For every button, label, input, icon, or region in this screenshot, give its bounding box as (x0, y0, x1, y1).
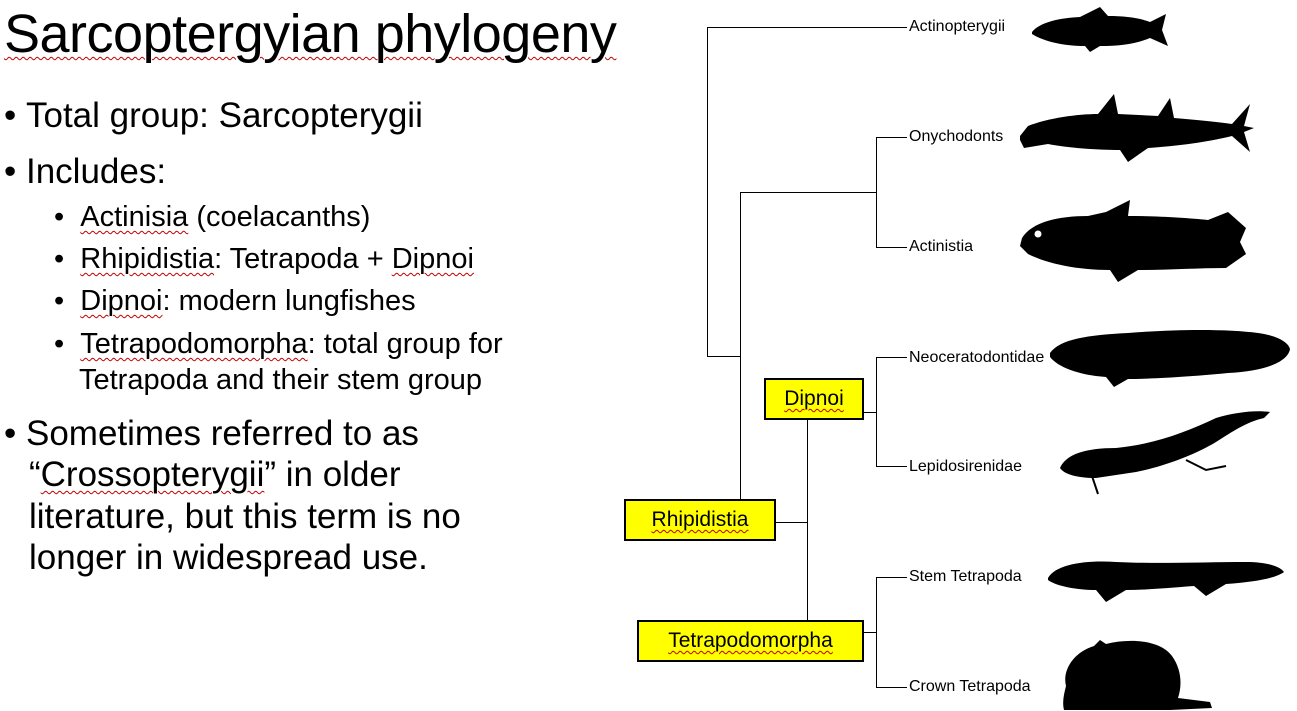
bullet-crossopterygii: • Sometimes referred to as (4, 414, 419, 454)
taxon-label-neoceratodontidae: Neoceratodontidae (909, 349, 1045, 366)
taxon-label-actinopterygii: Actinopterygii (909, 18, 1006, 35)
term: Rhipidistia (80, 243, 215, 275)
branch-line (876, 687, 907, 688)
branch-line (876, 466, 907, 467)
bullet-dot: • (54, 243, 81, 275)
sub-bullet-dipnoi: • Dipnoi: modern lungfishes (54, 285, 416, 318)
taxon-label-lepidosirenidae: Lepidosirenidae (909, 458, 1022, 475)
bullet-crossopterygii-line3: literature, but this term is no (29, 497, 461, 537)
branch-line (876, 137, 907, 138)
hamster-silhouette (1063, 640, 1212, 710)
branch-line (876, 247, 907, 248)
term: Dipnoi (391, 243, 474, 275)
onychodont-silhouette (1020, 94, 1254, 162)
sub-bullet-rhipidistia: • Rhipidistia: Tetrapoda + Dipnoi (54, 243, 474, 276)
term: Dipnoi (80, 285, 163, 317)
clade-label-tetrapodomorpha: Tetrapodomorpha (637, 620, 864, 662)
african-lungfish-silhouette (1060, 411, 1270, 495)
bullet-crossopterygii-line4: longer in widespread use. (29, 538, 428, 578)
term-desc: : Tetrapoda + (214, 243, 392, 275)
branch-line (876, 577, 877, 687)
branch-line (740, 192, 876, 193)
term: Crossopterygii (40, 455, 265, 494)
branch-line (707, 27, 907, 28)
title-text: Sarcoptergyian phylogeny (4, 4, 617, 64)
bullet-text: Includes: (25, 152, 167, 191)
term-desc: Tetrapoda and their stem group (79, 364, 483, 396)
bullet-includes: • Includes: (4, 152, 166, 192)
clade-label-rhipidistia: Rhipidistia (624, 499, 776, 541)
bullet-text: “ (29, 455, 41, 494)
branch-line (807, 412, 808, 621)
taxon-label-actinistia: Actinistia (909, 238, 974, 255)
bullet-dot: • (54, 285, 81, 317)
term-desc: (coelacanths) (188, 201, 371, 233)
bullet-total-group: • Total group: Sarcopterygii (4, 96, 423, 136)
bullet-text: Total group: Sarcopterygii (25, 96, 423, 135)
bullet-text: longer in widespread use. (29, 538, 428, 577)
bullet-dot: • (54, 201, 81, 233)
branch-line (707, 27, 708, 357)
stem-tetrapod-silhouette (1048, 561, 1284, 602)
slide-title: Sarcoptergyian phylogeny (4, 2, 617, 66)
bullet-text: Sometimes referred to as (25, 414, 419, 453)
taxon-label-stem-tetrapoda: Stem Tetrapoda (909, 568, 1022, 585)
bullet-text: literature, but this term is no (29, 497, 461, 536)
clade-label-text: Rhipidistia (651, 508, 749, 531)
sub-bullet-actinisia: • Actinisia (coelacanths) (54, 201, 370, 234)
branch-line (876, 357, 907, 358)
bullet-dot: • (4, 152, 26, 191)
clade-label-dipnoi: Dipnoi (764, 378, 864, 420)
term: Tetrapodomorpha (80, 328, 308, 360)
bullet-dot: • (54, 328, 81, 360)
sub-bullet-tetrapodomorpha: • Tetrapodomorpha: total group for (54, 328, 503, 361)
bullet-crossopterygii-line2: “Crossopterygii” in older (29, 455, 401, 495)
bullet-dot: • (4, 96, 26, 135)
coelacanth-silhouette (1020, 200, 1246, 282)
trout-silhouette (1032, 7, 1168, 52)
branch-line (876, 137, 877, 248)
branch-line (862, 412, 877, 413)
term: Actinisia (80, 201, 189, 233)
term-desc: : modern lungfishes (162, 285, 416, 317)
australian-lungfish-silhouette (1050, 330, 1290, 387)
bullet-text: ” in older (264, 455, 401, 494)
clade-label-text: Tetrapodomorpha (668, 629, 833, 652)
branch-line (707, 356, 741, 357)
term-desc: : total group for (307, 328, 503, 360)
clade-label-text: Dipnoi (784, 387, 844, 410)
taxon-label-crown-tetrapoda: Crown Tetrapoda (909, 678, 1031, 695)
branch-line (876, 357, 877, 467)
bullet-dot: • (4, 414, 26, 453)
branch-line (862, 632, 877, 633)
branch-line (774, 522, 808, 523)
branch-line (740, 192, 741, 500)
branch-line (876, 577, 907, 578)
taxon-label-onychodonts: Onychodonts (909, 128, 1004, 145)
sub-bullet-tetrapodomorpha-line2: Tetrapoda and their stem group (79, 364, 482, 397)
